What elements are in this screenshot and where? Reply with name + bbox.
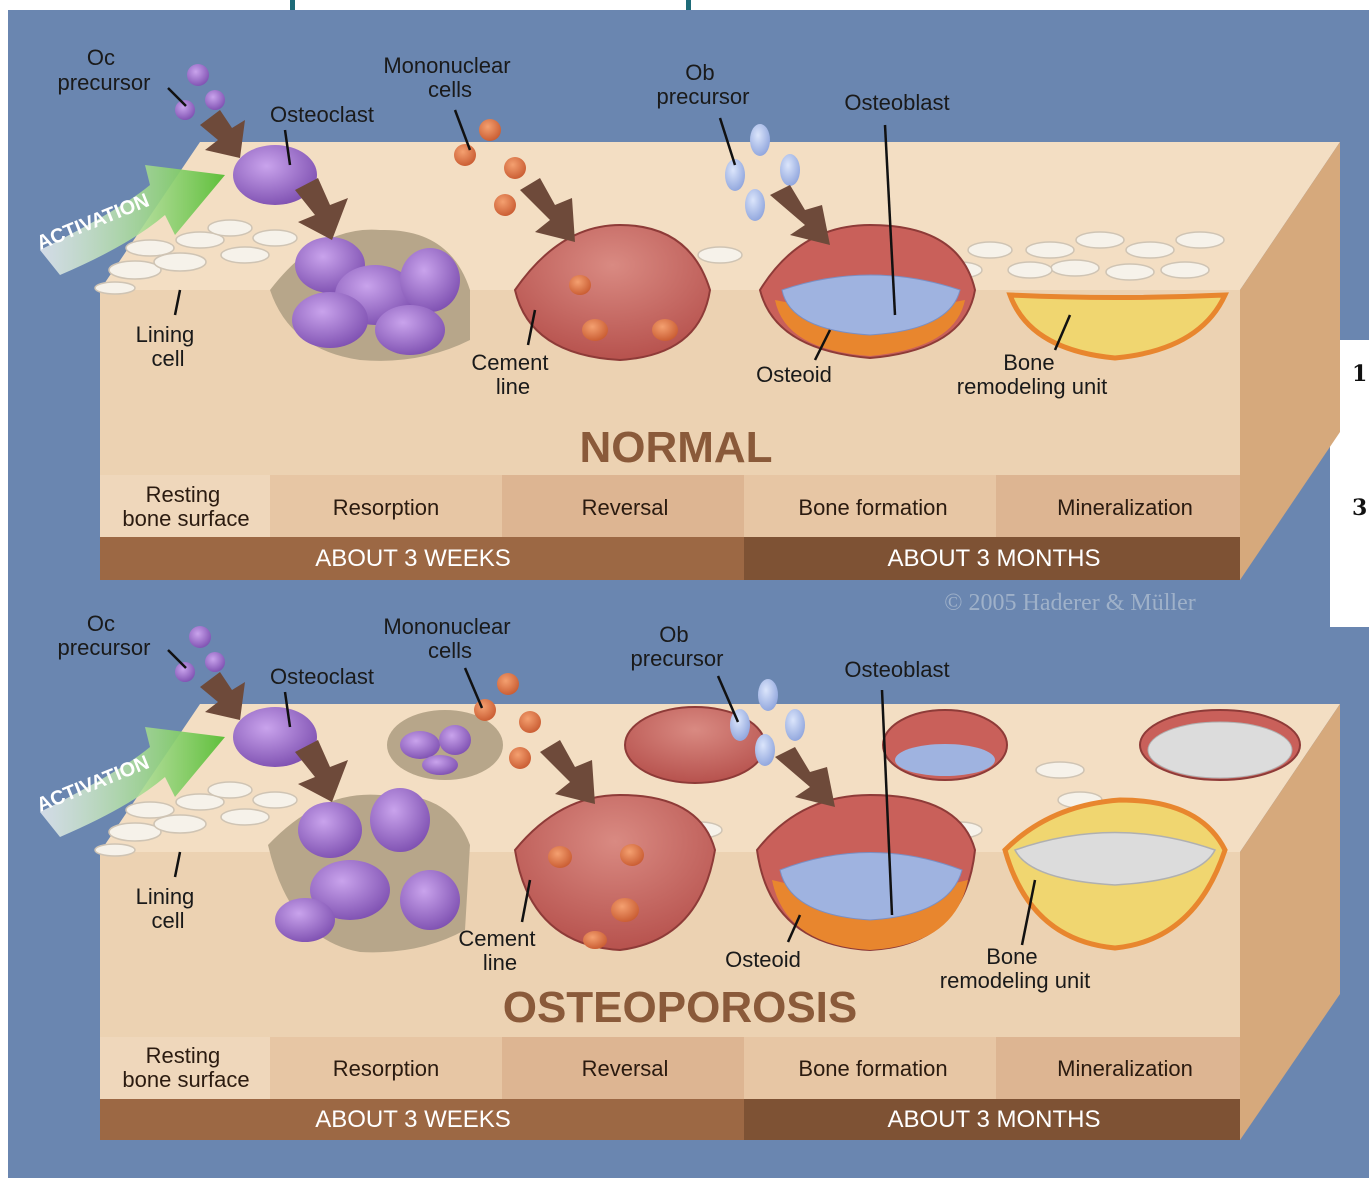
osteoclast-label: Osteoclast xyxy=(270,664,374,689)
osteoid-label: Osteoid xyxy=(725,947,801,972)
osteoid-label: Osteoid xyxy=(756,362,832,387)
top-strip xyxy=(0,0,1369,10)
stage-mineralization: Mineralization xyxy=(1057,495,1193,520)
panel-title-osteoporosis: OSTEOPOROSIS xyxy=(503,983,858,1032)
stage-resorption: Resorption xyxy=(333,1056,439,1081)
top-divider-right xyxy=(686,0,691,10)
copyright-text: © 2005 Haderer & Müller xyxy=(944,590,1196,616)
duration-weeks: ABOUT 3 WEEKS xyxy=(315,545,511,572)
osteoblast-label: Osteoblast xyxy=(844,90,949,115)
top-divider-left xyxy=(290,0,295,10)
stage-bone-formation: Bone formation xyxy=(798,495,947,520)
side-number-3: 3 xyxy=(1352,495,1367,521)
osteoclast-label: Osteoclast xyxy=(270,102,374,127)
small-mineral-fill xyxy=(1148,722,1292,778)
stage-bone-formation: Bone formation xyxy=(798,1056,947,1081)
duration-months: ABOUT 3 MONTHS xyxy=(888,1106,1101,1133)
stage-reversal: Reversal xyxy=(582,495,669,520)
duration-months: ABOUT 3 MONTHS xyxy=(888,545,1101,572)
stage-resorption: Resorption xyxy=(333,495,439,520)
duration-weeks: ABOUT 3 WEEKS xyxy=(315,1106,511,1133)
small-osteoblast-layer xyxy=(895,744,995,776)
panel-title-normal: NORMAL xyxy=(579,423,772,472)
side-number-1: 1 xyxy=(1352,361,1367,387)
osteoblast-label: Osteoblast xyxy=(844,657,949,682)
stage-reversal: Reversal xyxy=(582,1056,669,1081)
stage-mineralization: Mineralization xyxy=(1057,1056,1193,1081)
